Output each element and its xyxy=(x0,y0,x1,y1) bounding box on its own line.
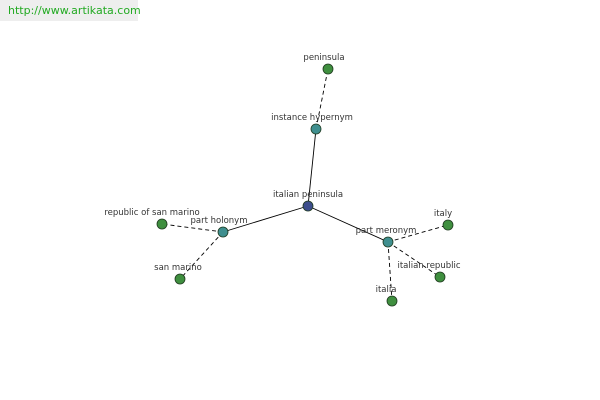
edge-center-rel-part-meronym xyxy=(307,205,389,243)
edge-center-rel-instance-hypernym xyxy=(307,128,317,207)
term-italian-republic-label: italian republic xyxy=(397,261,460,271)
term-republic-of-san-marino-label: republic of san marino xyxy=(104,208,199,218)
term-italia-label: italia xyxy=(376,285,397,295)
edge-rel-part-meronym-term-italy xyxy=(387,224,449,243)
term-italian-republic-node[interactable] xyxy=(434,271,446,283)
center-label: italian peninsula xyxy=(273,190,343,200)
term-italia-node[interactable] xyxy=(386,295,398,307)
center-node[interactable] xyxy=(302,200,314,212)
edge-center-rel-part-holonym xyxy=(222,205,309,233)
term-peninsula-node[interactable] xyxy=(322,63,334,75)
edges xyxy=(161,68,449,302)
rel-part-holonym-label: part holonym xyxy=(191,216,248,226)
term-italy-label: italy xyxy=(434,209,452,219)
term-peninsula-label: peninsula xyxy=(303,53,344,63)
edge-rel-part-holonym-term-san-marino xyxy=(179,231,224,280)
term-san-marino-node[interactable] xyxy=(174,273,186,285)
edge-rel-part-meronym-term-italia xyxy=(387,241,393,302)
term-republic-of-san-marino-node[interactable] xyxy=(156,218,168,230)
edge-rel-instance-hypernym-term-peninsula xyxy=(315,68,329,130)
rel-part-holonym-node[interactable] xyxy=(217,226,229,238)
rel-part-meronym-label: part meronym xyxy=(356,226,417,236)
rel-instance-hypernym-node[interactable] xyxy=(310,123,322,135)
rel-instance-hypernym-label: instance hypernym xyxy=(271,113,353,123)
term-san-marino-label: san marino xyxy=(154,263,202,273)
rel-part-meronym-node[interactable] xyxy=(382,236,394,248)
site-url-link[interactable]: http://www.artikata.com xyxy=(0,0,141,21)
nodes xyxy=(156,63,454,307)
edge-rel-part-meronym-term-italian-republic xyxy=(387,241,441,278)
labels: italian peninsula instance hypernym penins… xyxy=(104,53,461,295)
edge-rel-part-holonym-term-republic-of-san-marino xyxy=(161,223,224,233)
term-italy-node[interactable] xyxy=(442,219,454,231)
